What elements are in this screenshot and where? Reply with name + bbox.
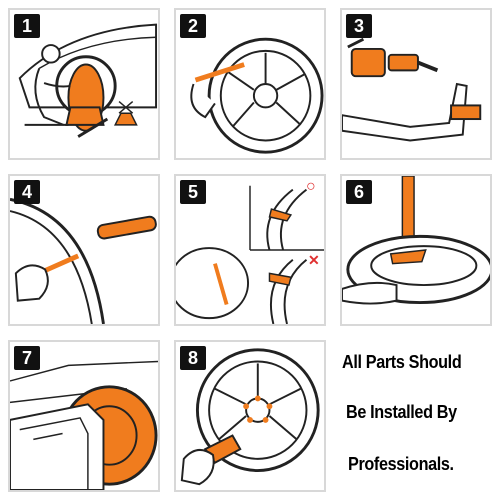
- step-number: 6: [346, 180, 372, 204]
- notice-line-3: Professionals.: [348, 454, 454, 474]
- installation-notice: All Parts Should Be Installed By Profess…: [332, 338, 500, 490]
- step-number: 2: [180, 14, 206, 38]
- step-number: 1: [14, 14, 40, 38]
- wrong-mark: ✕: [308, 252, 320, 268]
- step-number: 3: [346, 14, 372, 38]
- step-5-panel: ○ ✕ 5: [174, 174, 326, 326]
- step-4-panel: 4: [8, 174, 160, 326]
- sensor-install-illustration: [342, 176, 490, 305]
- valve-removal-illustration: [10, 197, 157, 324]
- wheel-remount-illustration: [180, 348, 320, 486]
- sensor-parts-illustration: [342, 37, 482, 142]
- jack-up-car-illustration: [18, 23, 158, 138]
- valve-orientation-illustration: [176, 185, 324, 324]
- step-2-panel: 2: [174, 8, 326, 160]
- step-number: 7: [14, 346, 40, 370]
- notice-line-2: Be Installed By: [346, 402, 457, 422]
- step-number: 4: [14, 180, 40, 204]
- step-number: 8: [180, 346, 206, 370]
- step-3-panel: 3: [340, 8, 492, 160]
- tire-mounting-illustration: [10, 360, 158, 490]
- step-number: 5: [180, 180, 206, 204]
- step-6-panel: 6: [340, 174, 492, 326]
- notice-line-1: All Parts Should: [342, 352, 462, 372]
- step-7-panel: 7: [8, 340, 160, 492]
- step-8-panel: 8: [174, 340, 326, 492]
- wheel-removal-illustration: [190, 37, 324, 154]
- step-1-panel: 1: [8, 8, 160, 160]
- correct-mark: ○: [306, 178, 316, 195]
